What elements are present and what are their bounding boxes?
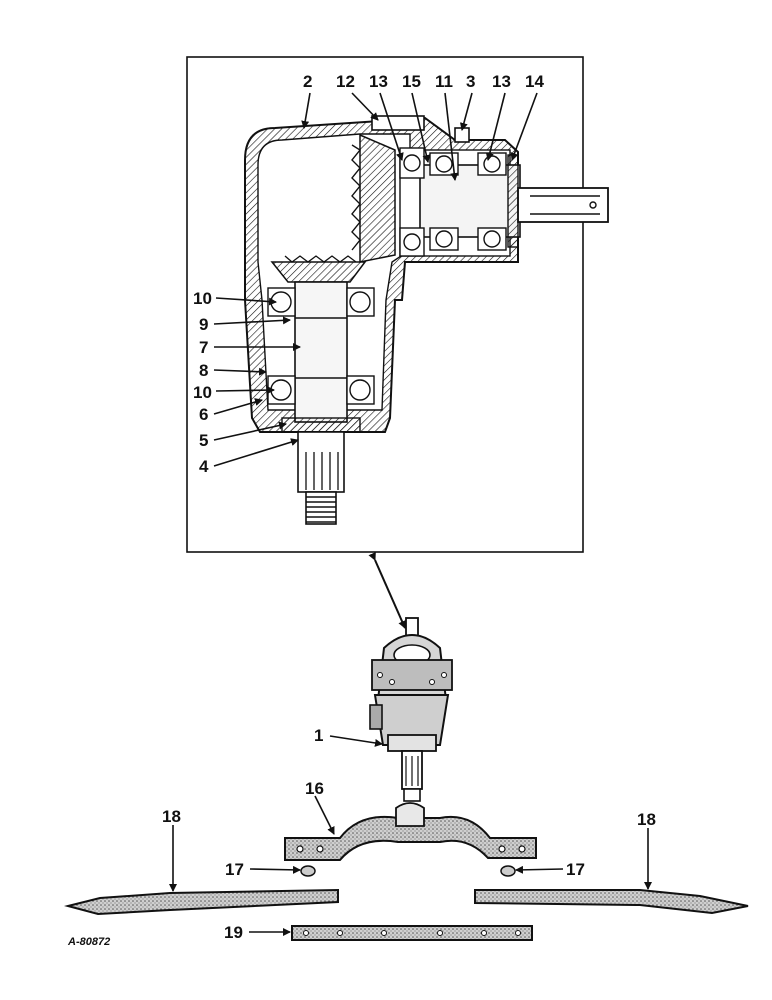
blade-left xyxy=(64,888,339,916)
blade-right xyxy=(474,889,749,915)
callout-19: 19 xyxy=(224,923,243,942)
blade-holder xyxy=(284,815,537,861)
pinion-gear xyxy=(270,261,367,283)
callout-2: 2 xyxy=(303,72,312,91)
callout-4: 4 xyxy=(199,457,209,476)
callout-16: 16 xyxy=(305,779,324,798)
oil-seal xyxy=(507,154,519,248)
callout-17-left: 17 xyxy=(225,860,244,879)
bolt-left xyxy=(300,865,316,877)
callout-18-right: 18 xyxy=(637,810,656,829)
bottom-seal xyxy=(281,417,361,433)
callout-8: 8 xyxy=(199,361,208,380)
output-spline xyxy=(297,431,345,493)
inset-leaders xyxy=(213,92,538,467)
callout-11: 11 xyxy=(435,72,453,91)
vent-plug xyxy=(454,127,470,143)
bevel-gear-teeth xyxy=(351,144,362,251)
callout-7: 7 xyxy=(199,338,208,357)
callout-15: 15 xyxy=(402,72,421,91)
callout-5: 5 xyxy=(199,431,208,450)
filler-plug xyxy=(371,115,425,131)
hub-nut xyxy=(395,802,425,827)
connector-arrow xyxy=(368,551,406,629)
output-shaft xyxy=(294,281,348,423)
input-shaft xyxy=(419,164,521,238)
stiffener-bar xyxy=(291,925,533,941)
callout-12: 12 xyxy=(336,72,355,91)
gearbox-cutaway xyxy=(244,115,609,525)
callout-13-right: 13 xyxy=(492,72,511,91)
output-bearings xyxy=(267,287,375,405)
callout-13-left: 13 xyxy=(369,72,388,91)
callout-17-right: 17 xyxy=(566,860,585,879)
callout-6: 6 xyxy=(199,405,208,424)
drawing-reference: A-80872 xyxy=(67,936,110,948)
callout-14: 14 xyxy=(525,72,544,91)
callout-3: 3 xyxy=(466,72,475,91)
input-bearings xyxy=(399,147,507,257)
bevel-gear-upper xyxy=(359,133,396,263)
bolt-right xyxy=(500,865,516,877)
callout-9: 9 xyxy=(199,315,208,334)
gearbox-assembly xyxy=(369,617,453,802)
callout-18-left: 18 xyxy=(162,807,181,826)
callout-10-upper: 10 xyxy=(193,289,212,308)
lower-leaders xyxy=(169,735,652,936)
callout-10-lower: 10 xyxy=(193,383,212,402)
callout-1: 1 xyxy=(314,726,323,745)
